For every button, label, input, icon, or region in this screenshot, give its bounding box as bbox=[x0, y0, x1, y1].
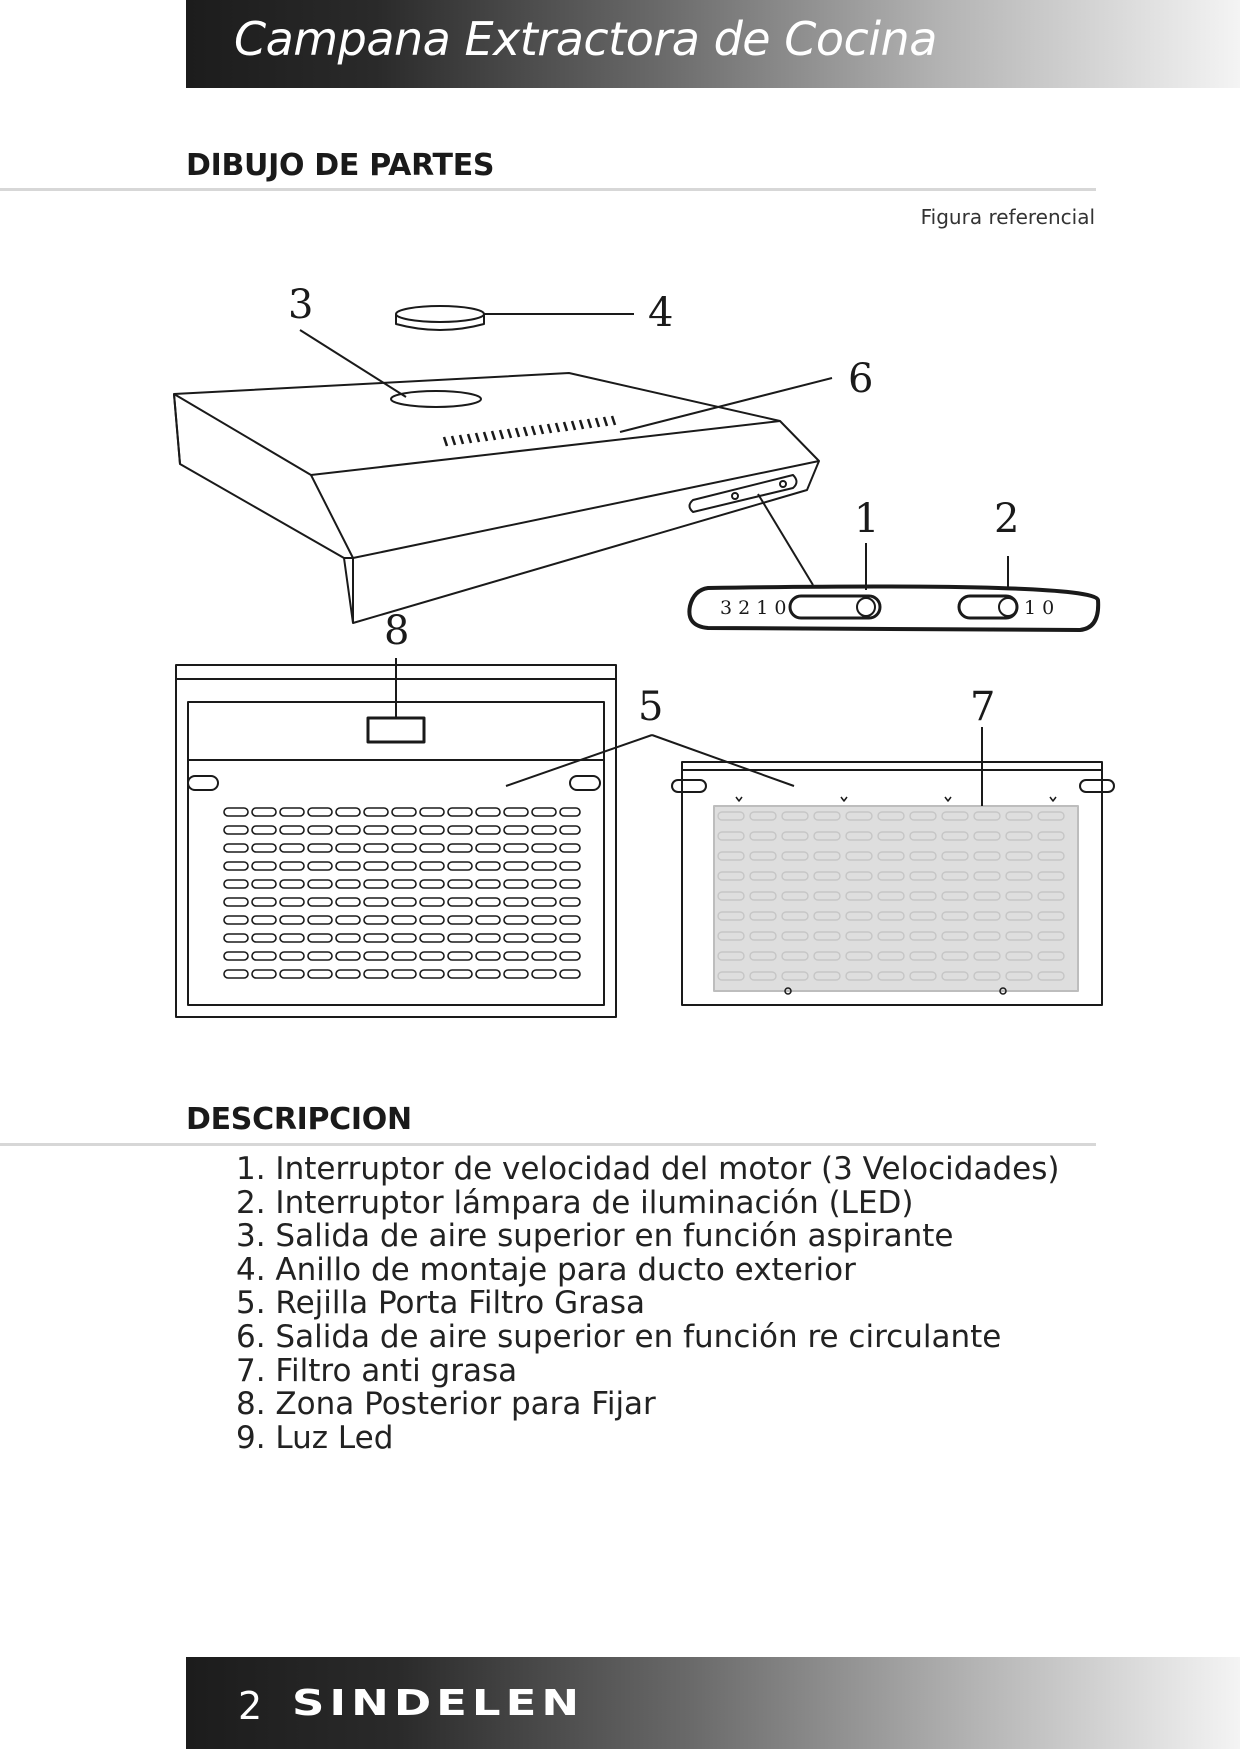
page-number: 2 bbox=[238, 1684, 263, 1728]
header-band bbox=[186, 0, 1240, 88]
speed-switch-scale: 3 2 1 0 bbox=[720, 597, 786, 619]
mounting-ring bbox=[395, 305, 485, 323]
light-switch bbox=[957, 594, 1019, 620]
callout-5: 5 bbox=[638, 684, 663, 730]
list-item: 5. Rejilla Porta Filtro Grasa bbox=[236, 1285, 646, 1322]
callout-2: 2 bbox=[994, 496, 1019, 542]
callout-7: 7 bbox=[970, 684, 995, 730]
parts-divider bbox=[0, 188, 1096, 191]
list-item: 1. Interruptor de velocidad del motor (3… bbox=[236, 1151, 1060, 1187]
list-item: 9. Luz Led bbox=[236, 1419, 394, 1456]
grille-slots bbox=[223, 807, 581, 979]
callout-6: 6 bbox=[848, 356, 873, 402]
parts-heading: DIBUJO DE PARTES bbox=[186, 148, 495, 183]
list-item: 4. Anillo de montaje para ducto exterior bbox=[236, 1251, 856, 1288]
light-switch-scale: 1 0 bbox=[1024, 597, 1054, 619]
page-title: Campana Extractora de Cocina bbox=[234, 12, 937, 66]
description-heading: DESCRIPCION bbox=[186, 1102, 412, 1137]
brand-logo: SINDELEN bbox=[292, 1683, 584, 1724]
list-item: 8. Zona Posterior para Fijar bbox=[236, 1386, 656, 1423]
callout-1: 1 bbox=[854, 496, 879, 542]
hood-body bbox=[173, 372, 820, 624]
top-outlet bbox=[390, 390, 482, 408]
parts-diagram: 3 4 6 1 2 8 5 7 3 2 1 0 1 0 bbox=[173, 282, 1115, 1018]
list-item: 7. Filtro anti grasa bbox=[236, 1352, 518, 1389]
figure-caption: Figura referencial bbox=[920, 205, 1095, 229]
anti-grease-filter bbox=[713, 805, 1079, 992]
description-divider bbox=[0, 1143, 1096, 1146]
callout-4: 4 bbox=[648, 290, 673, 336]
list-item: 6. Salida de aire superior en función re… bbox=[236, 1318, 1002, 1355]
list-item: 2. Interruptor lámpara de iluminación (L… bbox=[236, 1184, 914, 1221]
footer-band bbox=[186, 1657, 1240, 1749]
rear-mount-zone bbox=[366, 716, 426, 744]
vent-slots bbox=[442, 415, 617, 447]
filter-frame bbox=[681, 761, 1103, 1006]
callout-3: 3 bbox=[288, 282, 313, 328]
list-item: 3. Salida de aire superior en función as… bbox=[236, 1218, 954, 1255]
filter-pattern bbox=[717, 811, 1065, 981]
speed-switch bbox=[788, 594, 882, 620]
callout-8: 8 bbox=[384, 608, 409, 654]
control-panel-enlarged bbox=[687, 584, 1101, 632]
description-list: 1. Interruptor de velocidad del motor (3… bbox=[236, 1151, 1060, 1456]
